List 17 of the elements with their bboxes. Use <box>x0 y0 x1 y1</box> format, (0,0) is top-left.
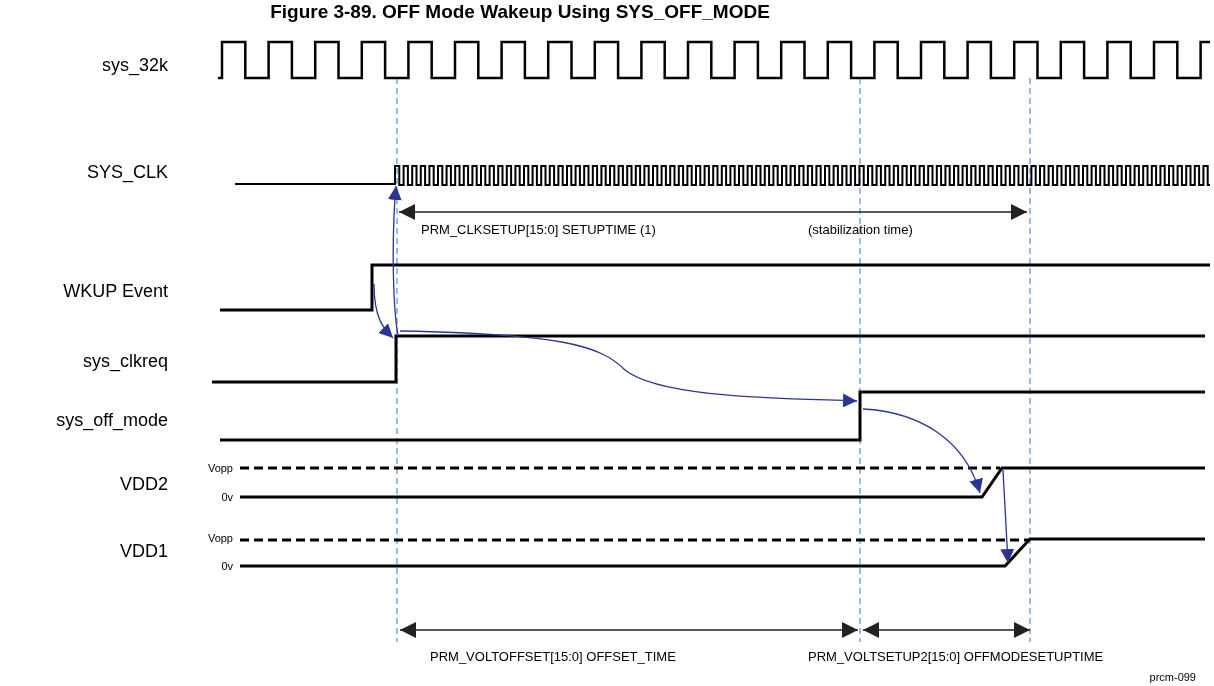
level-label: Vopp <box>207 532 233 544</box>
signal-name: SYS_CLK <box>86 163 168 181</box>
timing-label: PRM_VOLTSETUP2[15:0] OFFMODESETUPTIME <box>808 649 1104 663</box>
signal-name: sys_clkreq <box>82 352 168 370</box>
signal-name: VDD1 <box>120 542 168 560</box>
timing-label: PRM_VOLTOFFSET[15:0] OFFSET_TIME <box>430 649 676 663</box>
signal-name: sys_32k <box>101 56 168 74</box>
figure-title: Figure 3-89. OFF Mode Wakeup Using SYS_OFF_MODE <box>269 2 771 21</box>
signal-name: VDD2 <box>120 475 168 493</box>
figure-id: prcm-099 <box>1149 671 1196 683</box>
level-label: 0v <box>221 560 233 572</box>
timing-label: (stabilization time) <box>808 222 913 236</box>
timing-label: PRM_CLKSETUP[15:0] SETUPTIME (1) <box>421 222 656 236</box>
level-label: 0v <box>221 491 233 503</box>
level-label: Vopp <box>207 462 233 474</box>
signal-name: sys_off_mode <box>56 411 168 429</box>
signal-name: WKUP Event <box>63 282 168 300</box>
